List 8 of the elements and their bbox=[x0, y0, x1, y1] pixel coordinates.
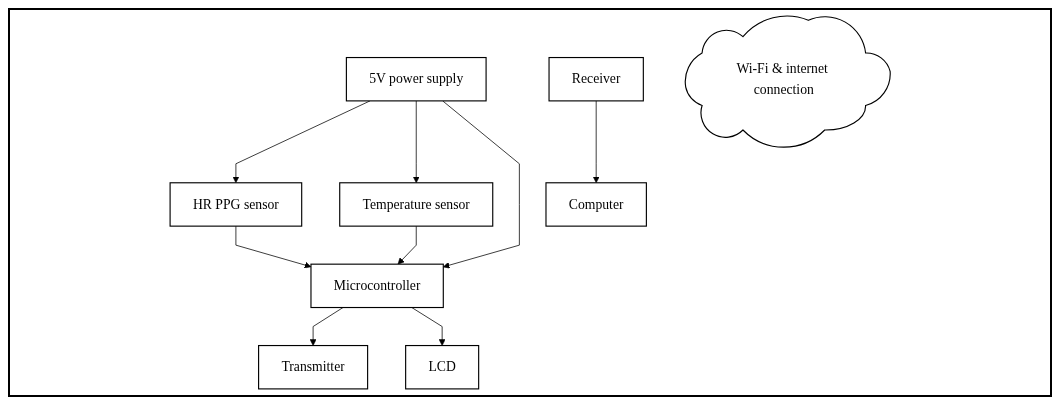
node-box: 5V power supply bbox=[345, 56, 487, 102]
node-box: Temperature sensor bbox=[339, 182, 494, 227]
node-box: Receiver bbox=[548, 56, 644, 102]
node-box: Computer bbox=[545, 182, 647, 227]
node-box: LCD bbox=[404, 345, 480, 390]
node-box: HR PPG sensor bbox=[169, 182, 303, 227]
node-box: Microcontroller bbox=[310, 263, 444, 309]
node-box: Transmitter bbox=[257, 345, 369, 390]
